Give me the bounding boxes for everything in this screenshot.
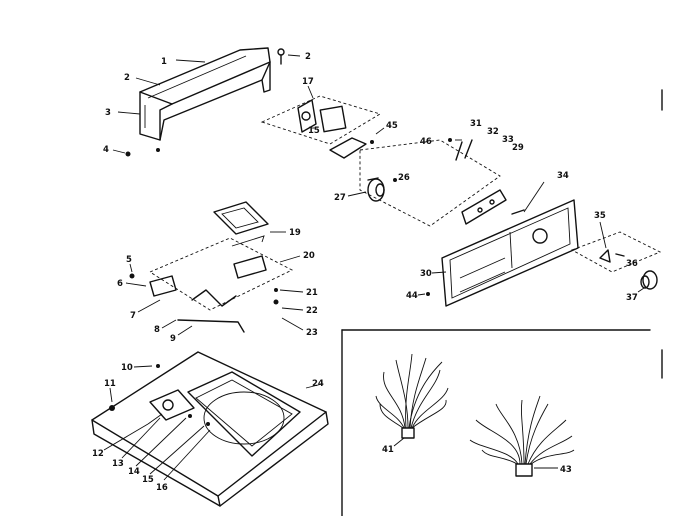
callout-24: 24 bbox=[312, 379, 324, 389]
callout-10: 10 bbox=[121, 363, 133, 373]
callout-27: 27 bbox=[334, 193, 346, 203]
leader-14 bbox=[135, 417, 187, 467]
leader-24 bbox=[305, 383, 323, 389]
leader-16 bbox=[163, 429, 211, 481]
leader-6 bbox=[125, 282, 147, 287]
leader-35 bbox=[599, 221, 607, 249]
leader-3 bbox=[117, 111, 141, 115]
callout-19: 19 bbox=[289, 228, 301, 238]
leader-8 bbox=[161, 319, 177, 329]
leader-10 bbox=[133, 365, 153, 368]
callout-31: 31 bbox=[470, 119, 482, 129]
callout-35: 35 bbox=[594, 211, 606, 221]
leader-44 bbox=[417, 293, 426, 296]
leader-22 bbox=[281, 307, 304, 311]
callout-34: 34 bbox=[557, 171, 569, 181]
callout-12: 12 bbox=[92, 449, 104, 459]
callout-41: 41 bbox=[382, 445, 394, 455]
leader-27 bbox=[347, 191, 367, 197]
callout-5: 5 bbox=[126, 255, 132, 265]
callout-15b: 15 bbox=[142, 475, 154, 485]
callout-29: 29 bbox=[512, 143, 524, 153]
knob-27 bbox=[367, 177, 397, 202]
callout-16: 16 bbox=[156, 483, 168, 493]
callout-1: 1 bbox=[161, 57, 167, 67]
leader-2b bbox=[287, 54, 301, 57]
wire-harness-43 bbox=[469, 395, 575, 477]
callout-2a: 2 bbox=[124, 73, 130, 83]
callout-45: 45 bbox=[386, 121, 398, 131]
callout-46: 46 bbox=[420, 137, 432, 147]
switch-bracket bbox=[359, 138, 507, 227]
callout-32: 32 bbox=[487, 127, 499, 137]
callout-23: 23 bbox=[306, 328, 318, 338]
callout-14: 14 bbox=[128, 467, 140, 477]
callout-4: 4 bbox=[103, 145, 109, 155]
callout-15: 15 bbox=[308, 126, 320, 136]
callout-30: 30 bbox=[420, 269, 432, 279]
cabinet-top-part-24 bbox=[91, 351, 329, 507]
callout-8: 8 bbox=[154, 325, 160, 335]
callout-44: 44 bbox=[406, 291, 418, 301]
callout-3: 3 bbox=[105, 108, 111, 118]
wire-harness-41 bbox=[375, 353, 449, 439]
leader-34 bbox=[523, 181, 545, 213]
callout-26: 26 bbox=[398, 173, 410, 183]
callout-22: 22 bbox=[306, 306, 318, 316]
leader-4 bbox=[112, 149, 126, 154]
callout-21: 21 bbox=[306, 288, 318, 298]
console-panel-part-30 bbox=[426, 199, 579, 307]
leader-2a bbox=[135, 77, 161, 86]
leader-20 bbox=[279, 255, 301, 263]
leader-17 bbox=[307, 85, 314, 99]
leader-30 bbox=[431, 271, 447, 274]
callout-17: 17 bbox=[302, 77, 314, 87]
leader-15b bbox=[149, 425, 205, 475]
callout-2b: 2 bbox=[305, 52, 311, 62]
callout-37: 37 bbox=[626, 293, 638, 303]
callout-20: 20 bbox=[303, 251, 315, 261]
callout-9: 9 bbox=[170, 334, 176, 344]
leader-5 bbox=[129, 263, 133, 273]
lid-switch-bracket bbox=[129, 201, 294, 333]
leader-41 bbox=[393, 437, 405, 447]
leader-7 bbox=[137, 299, 161, 313]
timer-assembly bbox=[260, 95, 382, 159]
leader-12 bbox=[103, 423, 149, 451]
leader-45 bbox=[375, 127, 385, 135]
callout-43: 43 bbox=[560, 465, 572, 475]
leader-13 bbox=[121, 417, 161, 459]
leader-21 bbox=[279, 289, 304, 293]
leader-1 bbox=[175, 59, 206, 63]
callout-11: 11 bbox=[104, 379, 116, 389]
callout-7: 7 bbox=[130, 311, 136, 321]
leader-11 bbox=[109, 387, 113, 403]
callout-33: 33 bbox=[502, 135, 514, 145]
callout-36: 36 bbox=[626, 259, 638, 269]
leader-23 bbox=[281, 317, 304, 331]
leader-9 bbox=[177, 325, 193, 336]
callout-13: 13 bbox=[112, 459, 124, 469]
panel-cover-part-1 bbox=[139, 47, 271, 152]
leader-37 bbox=[637, 287, 645, 293]
knob-37-assembly bbox=[570, 231, 662, 290]
callout-6: 6 bbox=[117, 279, 123, 289]
screws-part-2 bbox=[125, 48, 285, 157]
harness-inset-frame bbox=[341, 329, 651, 516]
